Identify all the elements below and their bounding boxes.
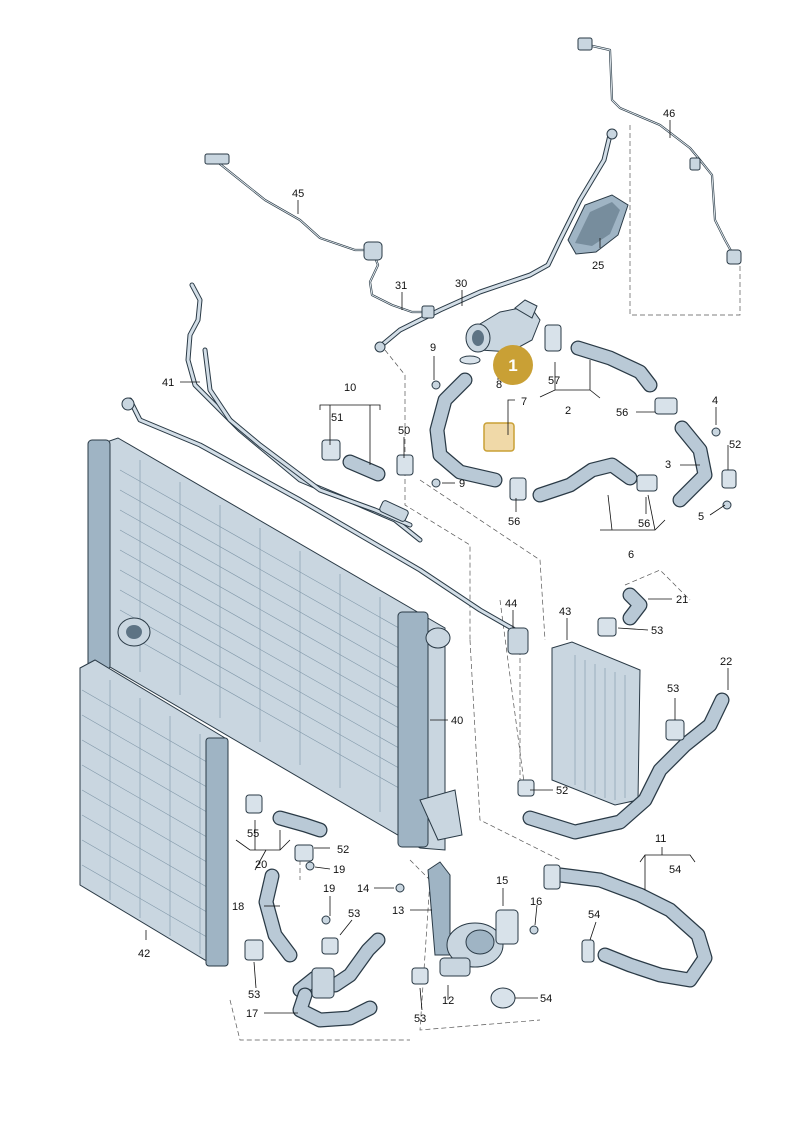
label-9b: 9 bbox=[459, 478, 465, 490]
label-52a: 52 bbox=[729, 439, 741, 451]
label-3: 3 bbox=[665, 459, 671, 471]
label-19a: 19 bbox=[333, 864, 345, 876]
label-53b: 53 bbox=[667, 683, 679, 695]
label-25: 25 bbox=[592, 260, 604, 272]
label-54b: 54 bbox=[588, 909, 600, 921]
radiator-42 bbox=[79, 659, 229, 967]
label-54c: 54 bbox=[540, 993, 552, 1005]
label-13: 13 bbox=[392, 905, 404, 917]
pipe-30 bbox=[374, 128, 618, 353]
label-30: 30 bbox=[455, 278, 467, 290]
label-40: 40 bbox=[451, 715, 463, 727]
label-52b: 52 bbox=[556, 785, 568, 797]
hose-6 bbox=[509, 457, 658, 503]
label-51: 51 bbox=[331, 412, 343, 424]
label-56a: 56 bbox=[616, 407, 628, 419]
label-44: 44 bbox=[505, 598, 517, 610]
hose-17 bbox=[292, 932, 386, 1028]
label-14: 14 bbox=[357, 883, 369, 895]
pipe-3 bbox=[654, 397, 737, 508]
label-17: 17 bbox=[246, 1008, 258, 1020]
hose-18 bbox=[244, 844, 339, 963]
label-10: 10 bbox=[344, 382, 356, 394]
label-41: 41 bbox=[162, 377, 174, 389]
label-8: 8 bbox=[496, 379, 502, 391]
label-4: 4 bbox=[712, 395, 718, 407]
label-7: 7 bbox=[521, 396, 527, 408]
label-18: 18 bbox=[232, 901, 244, 913]
label-53d: 53 bbox=[248, 989, 260, 1001]
leader-lines bbox=[145, 120, 729, 1014]
sensor-wire-46 bbox=[577, 37, 742, 265]
pipe-41 bbox=[185, 282, 423, 543]
label-53c: 53 bbox=[348, 908, 360, 920]
label-12: 12 bbox=[442, 995, 454, 1007]
label-46: 46 bbox=[663, 108, 675, 120]
hose-22 bbox=[517, 692, 730, 840]
label-50: 50 bbox=[398, 425, 410, 437]
label-31: 31 bbox=[395, 280, 407, 292]
pump-12 bbox=[411, 861, 519, 1009]
label-55: 55 bbox=[247, 828, 259, 840]
label-53e: 53 bbox=[414, 1013, 426, 1025]
label-5: 5 bbox=[698, 511, 704, 523]
label-16: 16 bbox=[530, 896, 542, 908]
label-9a: 9 bbox=[430, 342, 436, 354]
label-21: 21 bbox=[676, 594, 688, 606]
connector-2 bbox=[459, 299, 658, 393]
label-15: 15 bbox=[496, 875, 508, 887]
heat-shield-25 bbox=[567, 194, 629, 255]
label-57: 57 bbox=[548, 375, 560, 387]
label-20: 20 bbox=[255, 859, 267, 871]
hose-11 bbox=[543, 864, 713, 988]
label-22: 22 bbox=[720, 656, 732, 668]
label-52c: 52 bbox=[337, 844, 349, 856]
label-43: 43 bbox=[559, 606, 571, 618]
label-56c: 56 bbox=[638, 518, 650, 530]
label-53a: 53 bbox=[651, 625, 663, 637]
label-42: 42 bbox=[138, 948, 150, 960]
cooler-43 bbox=[551, 587, 648, 806]
label-56b: 56 bbox=[508, 516, 520, 528]
pipe-44 bbox=[121, 397, 529, 655]
label-19b: 19 bbox=[323, 883, 335, 895]
hose-20 bbox=[245, 794, 328, 838]
label-2: 2 bbox=[565, 405, 571, 417]
label-11: 11 bbox=[655, 833, 666, 845]
label-6: 6 bbox=[628, 549, 634, 561]
label-54a: 54 bbox=[669, 864, 681, 876]
callout-number: 1 bbox=[508, 356, 517, 375]
hose-10 bbox=[321, 439, 414, 482]
assembly-dashed-lines bbox=[229, 125, 741, 1041]
bolts bbox=[305, 380, 732, 935]
radiator-40 bbox=[87, 437, 463, 851]
label-45: 45 bbox=[292, 188, 304, 200]
highlight-marker bbox=[483, 422, 515, 452]
sensor-wire-45 bbox=[204, 153, 435, 319]
part-labels: 46 45 25 30 31 41 10 51 50 9 9 8 7 57 2 … bbox=[138, 108, 741, 1025]
callout-1: 1 bbox=[493, 345, 533, 385]
water-pipe-7 bbox=[429, 372, 515, 488]
